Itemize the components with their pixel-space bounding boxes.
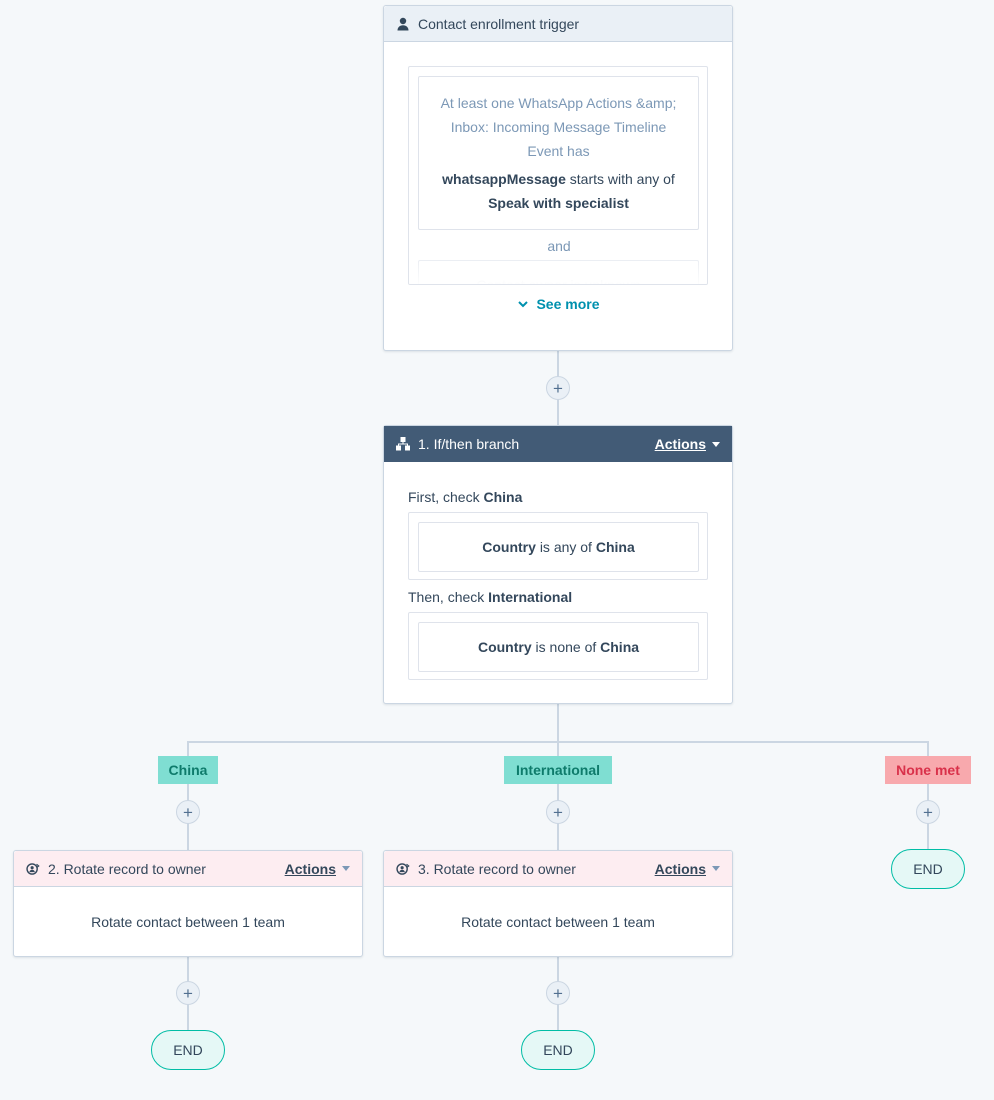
filter-1-operator: starts with any of	[569, 171, 675, 187]
add-action-button[interactable]: +	[176, 981, 200, 1005]
trigger-filter-group: At least one WhatsApp Actions &amp; Inbo…	[408, 66, 708, 285]
branch-label-none-met[interactable]: None met	[885, 756, 971, 784]
filter-1-property: whatsappMessage	[442, 171, 566, 187]
chevron-down-icon	[518, 300, 529, 308]
first-check-group: Country is any of China	[408, 512, 708, 580]
branch-label-international[interactable]: International	[504, 756, 612, 784]
rotate-record-card-2[interactable]: 2. Rotate record to owner Actions Rotate…	[13, 850, 363, 957]
filter-1-value-text: Speak with specialist	[488, 195, 629, 211]
filter-1-line-1: At least one WhatsApp Actions &amp;	[440, 95, 677, 111]
action-2-body: Rotate contact between 1 team	[91, 914, 285, 930]
see-more-link[interactable]: See more	[384, 296, 734, 312]
caret-down-icon	[712, 866, 720, 871]
then-check-name: International	[488, 589, 573, 605]
enrollment-trigger-card[interactable]: Contact enrollment trigger At least one …	[383, 5, 733, 351]
action-2-actions-label: Actions	[284, 860, 336, 877]
action-3-actions-label: Actions	[654, 860, 706, 877]
first-check-value: China	[595, 539, 635, 555]
rotate-owner-icon	[26, 862, 40, 876]
first-check-operator: is any of	[539, 539, 592, 555]
then-check-condition: Country is none of China	[478, 639, 639, 655]
action-3-title: 3. Rotate record to owner	[418, 860, 576, 877]
branch-title: 1. If/then branch	[418, 436, 520, 452]
fade-overlay	[409, 257, 707, 284]
first-check-name: China	[483, 489, 523, 505]
connector-line	[927, 741, 929, 851]
add-action-button[interactable]: +	[176, 800, 200, 824]
end-node: END	[151, 1030, 225, 1070]
then-check-heading: Then, check International	[408, 589, 572, 605]
see-more-label: See more	[536, 296, 600, 312]
end-node: END	[521, 1030, 595, 1070]
connector-line	[557, 741, 559, 850]
action-2-header: 2. Rotate record to owner Actions	[14, 851, 362, 887]
first-check-prefix: First, check	[408, 489, 480, 505]
first-check-filter[interactable]: Country is any of China	[418, 522, 699, 572]
rotate-owner-icon	[396, 862, 410, 876]
ifthen-branch-card[interactable]: 1. If/then branch Actions First, check C…	[383, 425, 733, 704]
rotate-record-card-3[interactable]: 3. Rotate record to owner Actions Rotate…	[383, 850, 733, 957]
add-action-button[interactable]: +	[546, 981, 570, 1005]
filter-1-line-3: Event has	[527, 143, 590, 159]
add-action-button[interactable]: +	[546, 376, 570, 400]
first-check-heading: First, check China	[408, 489, 522, 505]
end-node: END	[891, 849, 965, 889]
connector-line	[557, 704, 559, 742]
first-check-property: Country	[482, 539, 536, 555]
branch-header: 1. If/then branch Actions	[384, 426, 732, 462]
filter-1-value: Speak with specialist	[488, 191, 629, 215]
branch-label-china[interactable]: China	[158, 756, 218, 784]
then-check-property: Country	[477, 639, 532, 655]
branch-actions-label: Actions	[654, 436, 706, 452]
then-check-value: China	[600, 639, 640, 655]
trigger-header: Contact enrollment trigger	[384, 6, 732, 42]
contact-icon	[396, 17, 410, 31]
action-2-actions-menu[interactable]: Actions	[285, 861, 350, 877]
add-action-button[interactable]: +	[546, 800, 570, 824]
filter-joiner: and	[547, 238, 571, 254]
then-check-operator: is none of	[535, 639, 597, 655]
first-check-condition: Country is any of China	[482, 539, 634, 555]
connector-line	[187, 741, 189, 850]
then-check-group: Country is none of China	[408, 612, 708, 680]
caret-down-icon	[342, 866, 350, 871]
filter-1-line-2: Inbox: Incoming Message Timeline	[450, 119, 667, 135]
filter-1-condition: whatsappMessage starts with any of	[442, 167, 675, 191]
action-3-header: 3. Rotate record to owner Actions	[384, 851, 732, 887]
branch-actions-menu[interactable]: Actions	[655, 436, 720, 452]
trigger-title: Contact enrollment trigger	[418, 15, 580, 32]
then-check-filter[interactable]: Country is none of China	[418, 622, 699, 672]
action-3-body: Rotate contact between 1 team	[461, 914, 655, 930]
trigger-filter-1[interactable]: At least one WhatsApp Actions &amp; Inbo…	[418, 76, 699, 230]
action-2-title: 2. Rotate record to owner	[48, 860, 206, 877]
add-action-button[interactable]: +	[916, 800, 940, 824]
branch-icon	[396, 437, 410, 451]
action-3-actions-menu[interactable]: Actions	[655, 861, 720, 877]
then-check-prefix: Then, check	[408, 589, 485, 605]
caret-down-icon	[712, 441, 720, 447]
